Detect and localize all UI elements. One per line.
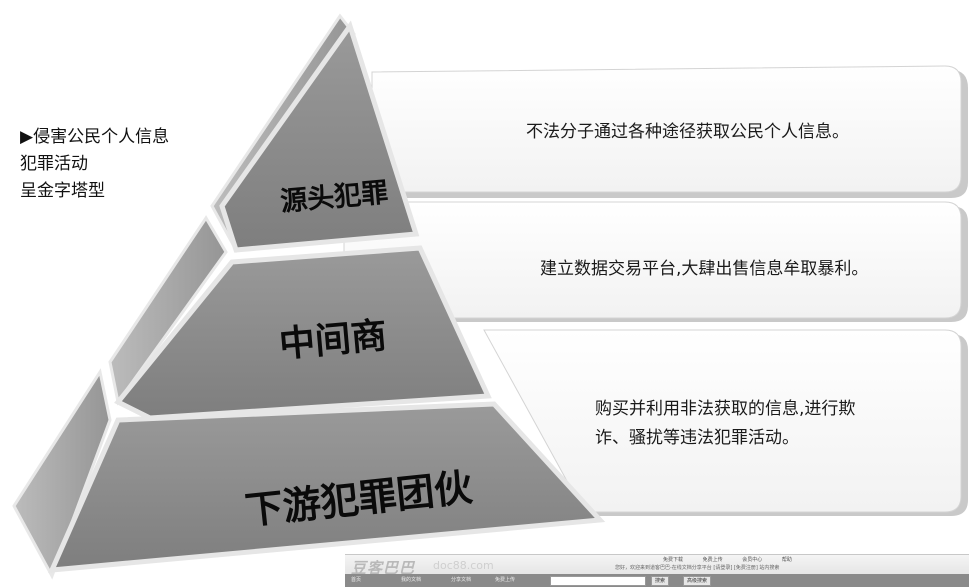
watermark-tab[interactable]: 分享文档	[451, 577, 472, 583]
watermark-nav-item[interactable]: 免费上传	[702, 557, 723, 563]
watermark-nav-item[interactable]: 帮助	[781, 557, 792, 563]
side-note-line: 呈金字塔型	[20, 181, 105, 201]
watermark-domain: doc88.com	[433, 559, 494, 572]
description-card-1	[371, 65, 968, 198]
side-note: ▶侵害公民个人信息 犯罪活动 呈金字塔型	[20, 124, 169, 205]
watermark-tab[interactable]: 免费上传	[495, 577, 516, 583]
pyramid-tier-top	[219, 20, 420, 253]
watermark-nav: 免费下载 免费上传 会员中心 帮助	[663, 556, 810, 563]
watermark-nav-item[interactable]: 免费下载	[663, 557, 684, 563]
side-note-line: ▶侵害公民个人信息	[20, 127, 170, 147]
watermark-toolbar: 首页 我的文档 分享文档 免费上传 搜索 高级搜索	[345, 574, 969, 587]
tier-description-source: 不法分子通过各种途径获取公民个人信息。	[526, 122, 849, 142]
tier-label-middleman: 中间商	[277, 315, 388, 365]
watermark-subtitle: 您好，欢迎来到道客巴巴-在线文档分享平台 [请登录] [免费注册] 站内搜索	[615, 565, 780, 571]
pyramid-tier-bottom	[48, 401, 606, 573]
description-card-2	[343, 201, 968, 322]
watermark-tab[interactable]: 我的文档	[401, 577, 422, 583]
watermark-logo: 豆客巴巴	[351, 559, 416, 577]
watermark-banner: 豆客巴巴 doc88.com 免费下载 免费上传 会员中心 帮助 您好，欢迎来到…	[345, 554, 969, 587]
watermark-search-input[interactable]	[550, 576, 646, 586]
watermark-advanced-search-button[interactable]: 高级搜索	[683, 576, 712, 586]
watermark-search-button[interactable]: 搜索	[651, 576, 670, 586]
watermark-nav-item[interactable]: 会员中心	[742, 557, 763, 563]
tier-description-downstream-line1: 购买并利用非法获取的信息,进行欺	[595, 399, 855, 419]
tier-description-middleman: 建立数据交易平台,大肆出售信息牟取暴利。	[540, 259, 868, 279]
description-card-3	[483, 329, 968, 516]
watermark-tab[interactable]: 首页	[351, 577, 362, 583]
pyramid-tier-middle	[114, 245, 492, 421]
side-note-line: 犯罪活动	[20, 154, 88, 174]
tier-description-downstream-line2: 诈、骚扰等违法犯罪活动。	[595, 428, 799, 448]
